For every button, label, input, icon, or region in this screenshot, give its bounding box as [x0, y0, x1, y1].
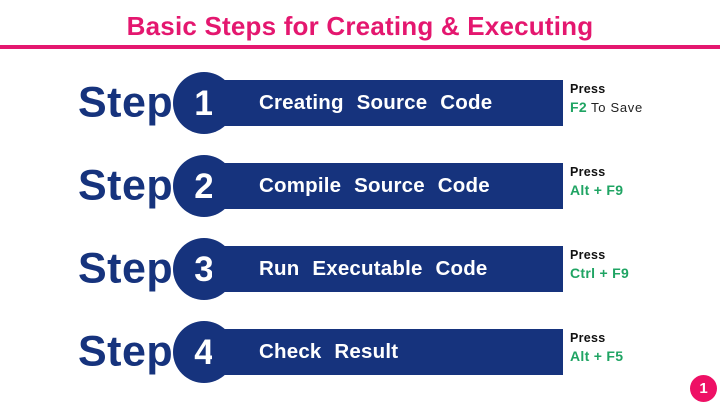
press-instruction: Press Ctrl + F9	[570, 248, 629, 281]
press-keys: F2 To Save	[570, 99, 643, 115]
page-title: Basic Steps for Creating & Executing	[126, 11, 594, 41]
step-action-bar: Compile Source Code	[212, 163, 563, 209]
step-row-2: Step 2 Compile Source Code Press Alt + F…	[0, 155, 720, 217]
press-keys: Alt + F9	[570, 182, 623, 198]
page-number-badge: 1	[690, 375, 717, 402]
step-number: 4	[194, 332, 214, 372]
step-action-bar: Check Result	[212, 329, 563, 375]
step-row-1: Step 1 Creating Source Code Press F2 To …	[0, 72, 720, 134]
step-number: 3	[194, 249, 214, 289]
step-row-3: Step 3 Run Executable Code Press Ctrl + …	[0, 238, 720, 300]
step-word: Step	[78, 78, 174, 127]
press-label: Press	[570, 82, 606, 96]
press-label: Press	[570, 248, 606, 262]
key-suffix: To Save	[586, 100, 643, 115]
page-number: 1	[699, 380, 708, 397]
key-combo: Ctrl + F9	[570, 265, 630, 281]
step-action-label: Check Result	[259, 340, 399, 363]
press-instruction: Press Alt + F5	[570, 331, 623, 364]
step-word: Step	[78, 161, 174, 210]
step-word: Step	[78, 244, 174, 293]
step-number: 2	[194, 166, 214, 206]
step-row-4: Step 4 Check Result Press Alt + F5	[0, 321, 720, 383]
step-action-label: Run Executable Code	[259, 257, 488, 280]
step-action-label: Compile Source Code	[259, 174, 490, 197]
key-combo: F2	[570, 99, 587, 115]
title-underline	[0, 45, 720, 49]
press-keys: Alt + F5	[570, 348, 623, 364]
press-label: Press	[570, 331, 606, 345]
step-word: Step	[78, 327, 174, 376]
press-instruction: Press F2 To Save	[570, 82, 643, 115]
press-label: Press	[570, 165, 606, 179]
press-keys: Ctrl + F9	[570, 265, 629, 281]
step-action-label: Creating Source Code	[259, 91, 493, 114]
press-instruction: Press Alt + F9	[570, 165, 623, 198]
step-number: 1	[194, 83, 214, 123]
key-combo: Alt + F9	[570, 182, 624, 198]
step-action-bar: Creating Source Code	[212, 80, 563, 126]
step-action-bar: Run Executable Code	[212, 246, 563, 292]
key-combo: Alt + F5	[570, 348, 624, 364]
